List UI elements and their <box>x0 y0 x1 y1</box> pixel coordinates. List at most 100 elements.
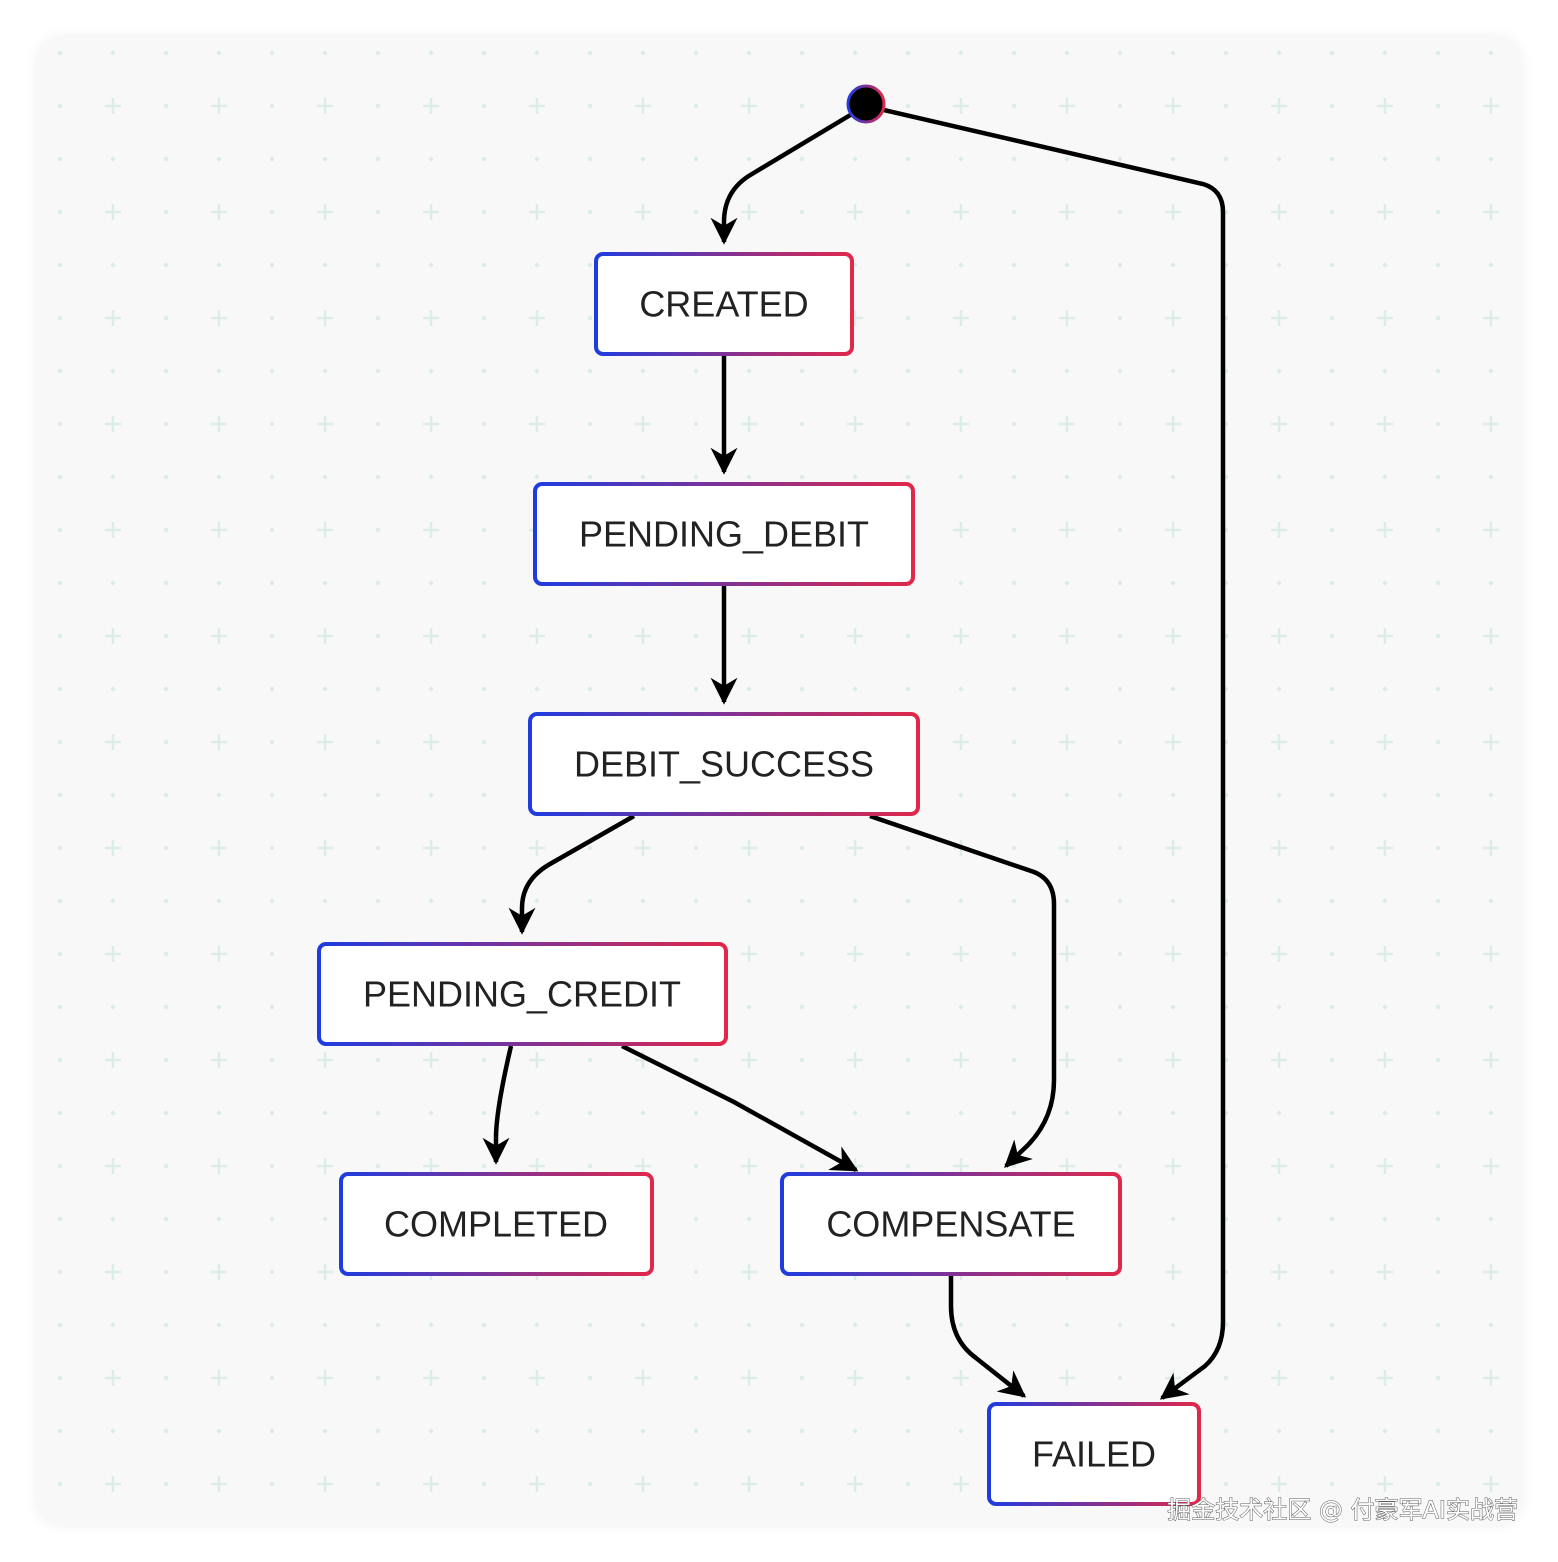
grid-dot <box>640 1110 646 1116</box>
grid-dot <box>1170 1216 1176 1222</box>
grid-plus <box>105 310 121 326</box>
grid-dot <box>57 156 63 162</box>
grid-dot <box>322 580 328 586</box>
grid-plus <box>1377 1370 1393 1386</box>
grid-dot <box>1117 1004 1123 1010</box>
grid-dot <box>163 421 169 427</box>
grid-plus <box>847 840 863 856</box>
grid-dot <box>163 1057 169 1063</box>
grid-dot <box>481 792 487 798</box>
grid-dot <box>852 156 858 162</box>
grid-dot <box>1329 474 1335 480</box>
grid-dot <box>1435 686 1441 692</box>
grid-plus <box>211 734 227 750</box>
grid-plus <box>317 98 333 114</box>
grid-dot <box>1011 633 1017 639</box>
grid-dot <box>746 686 752 692</box>
grid-dot <box>1064 898 1070 904</box>
grid-dot <box>1382 1216 1388 1222</box>
grid-plus <box>635 1158 651 1174</box>
grid-dot <box>905 1163 911 1169</box>
grid-dot <box>799 633 805 639</box>
grid-plus <box>847 1052 863 1068</box>
grid-dot <box>1329 898 1335 904</box>
grid-dot <box>110 368 116 374</box>
grid-dot <box>1117 1110 1123 1116</box>
grid-dot <box>1488 898 1494 904</box>
grid-dot <box>375 421 381 427</box>
grid-dot <box>481 1057 487 1063</box>
grid-dot <box>57 315 63 321</box>
state-pending-credit: PENDING_CREDIT <box>317 942 728 1046</box>
grid-dot <box>1329 1163 1335 1169</box>
grid-dot <box>216 1216 222 1222</box>
grid-dot <box>1011 209 1017 215</box>
grid-dot <box>1329 103 1335 109</box>
grid-dot <box>1435 580 1441 586</box>
grid-dot <box>163 898 169 904</box>
grid-dot <box>905 1110 911 1116</box>
grid-dot <box>852 50 858 56</box>
grid-dot <box>481 156 487 162</box>
grid-plus <box>1377 310 1393 326</box>
grid-dot <box>1117 368 1123 374</box>
grid-plus <box>953 310 969 326</box>
grid-dot <box>958 898 964 904</box>
grid-plus <box>317 522 333 538</box>
grid-dot <box>852 1428 858 1434</box>
grid-dot <box>640 156 646 162</box>
grid-dot <box>1117 845 1123 851</box>
grid-dot <box>693 421 699 427</box>
grid-dot <box>1435 1004 1441 1010</box>
grid-dot <box>269 686 275 692</box>
grid-dot <box>799 1057 805 1063</box>
grid-dot <box>269 315 275 321</box>
grid-dot <box>640 686 646 692</box>
grid-dot <box>1488 686 1494 692</box>
grid-dot <box>693 209 699 215</box>
grid-plus <box>741 1158 757 1174</box>
grid-dot <box>905 1428 911 1434</box>
grid-dot <box>216 1110 222 1116</box>
grid-dot <box>693 474 699 480</box>
grid-dot <box>534 898 540 904</box>
grid-dot <box>1329 209 1335 215</box>
grid-plus <box>1165 98 1181 114</box>
grid-plus <box>1377 416 1393 432</box>
grid-plus <box>1165 1158 1181 1174</box>
grid-dot <box>216 1322 222 1328</box>
grid-plus <box>529 204 545 220</box>
grid-dot <box>1329 580 1335 586</box>
grid-plus <box>317 1476 333 1492</box>
grid-dot <box>1488 1428 1494 1434</box>
grid-dot <box>693 50 699 56</box>
grid-dot <box>905 1375 911 1381</box>
grid-dot <box>375 898 381 904</box>
grid-dot <box>481 421 487 427</box>
grid-dot <box>322 262 328 268</box>
grid-plus <box>1483 522 1499 538</box>
grid-dot <box>905 50 911 56</box>
grid-dot <box>322 50 328 56</box>
grid-dot <box>799 368 805 374</box>
grid-dot <box>1011 898 1017 904</box>
grid-dot <box>1011 580 1017 586</box>
grid-plus <box>953 522 969 538</box>
grid-plus <box>1483 1052 1499 1068</box>
grid-plus <box>635 98 651 114</box>
grid-dot <box>958 792 964 798</box>
grid-dot <box>216 898 222 904</box>
grid-dot <box>958 686 964 692</box>
grid-dot <box>428 474 434 480</box>
grid-dot <box>587 103 593 109</box>
grid-dot <box>1170 792 1176 798</box>
grid-dot <box>163 315 169 321</box>
grid-dot <box>852 474 858 480</box>
grid-dot <box>57 368 63 374</box>
grid-dot <box>481 633 487 639</box>
grid-dot <box>269 1110 275 1116</box>
edge-debit-success-to-pending-credit <box>508 814 636 935</box>
grid-plus <box>1377 1264 1393 1280</box>
grid-plus <box>423 1052 439 1068</box>
grid-dot <box>746 1216 752 1222</box>
